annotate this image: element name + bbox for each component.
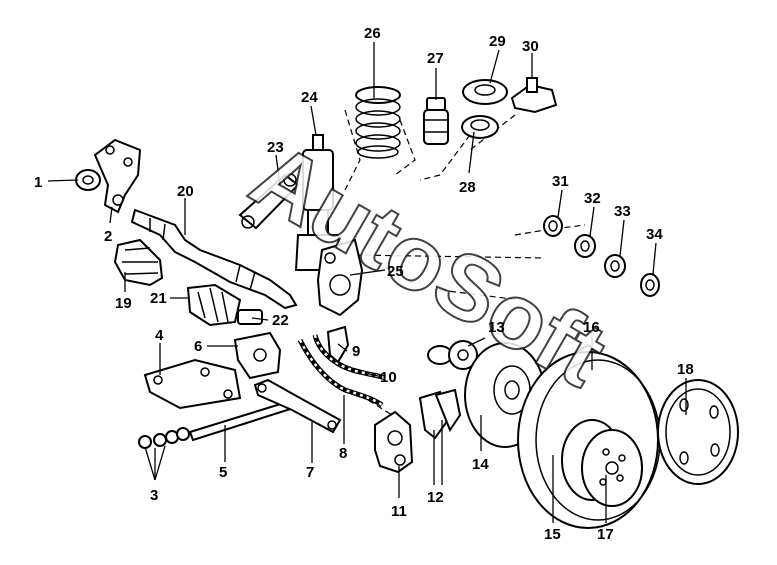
part-29-spring-seat (462, 79, 508, 105)
part-25-steering-knuckle (316, 238, 364, 317)
callout-28: 28 (459, 179, 476, 196)
leader-lines (47, 42, 687, 523)
callout-7: 7 (306, 464, 314, 481)
callout-32: 32 (584, 190, 601, 207)
callout-31: 31 (552, 173, 569, 190)
callout-10: 10 (380, 369, 397, 386)
watermark-text: AutoSoft (235, 124, 622, 406)
part-27-bump-stop (423, 97, 449, 145)
callout-2: 2 (104, 228, 112, 245)
callout-29: 29 (489, 33, 506, 50)
part-22-shaft-end (237, 309, 263, 325)
part-11-brake-caliper (374, 410, 414, 474)
part-10-brake-line (312, 334, 386, 381)
callout-22: 22 (272, 312, 289, 329)
part-18-hubcap (657, 379, 739, 485)
part-7-control-arm (253, 378, 342, 434)
callout-18: 18 (677, 361, 694, 378)
part-6-bracket (233, 331, 282, 380)
callout-labels: 1 2 3 4 5 6 7 8 9 10 11 12 13 14 15 16 1… (34, 25, 694, 543)
part-2-bracket (93, 138, 142, 214)
callout-34: 34 (646, 226, 663, 243)
part-32-bushing (574, 234, 596, 258)
part-26-coil-spring (355, 86, 401, 159)
callout-30: 30 (522, 38, 539, 55)
callout-8: 8 (339, 445, 347, 462)
callout-17: 17 (597, 526, 614, 543)
callout-3: 3 (150, 487, 158, 504)
part-30-strut-mount (510, 77, 558, 114)
callout-1: 1 (34, 174, 42, 191)
part-1-bushing (75, 169, 101, 191)
part-33-bushing (604, 254, 626, 278)
part-8-brake-hose (297, 338, 384, 408)
callout-15: 15 (544, 526, 561, 543)
part-13-wheel-hub (427, 340, 478, 370)
callout-14: 14 (472, 456, 489, 473)
part-20-drive-shaft (130, 208, 298, 310)
part-31-bushing (543, 215, 563, 237)
callout-24: 24 (301, 89, 318, 106)
callout-27: 27 (427, 50, 444, 67)
callout-20: 20 (177, 183, 194, 200)
callout-13: 13 (488, 319, 505, 336)
callout-6: 6 (194, 338, 202, 355)
part-3-bolt-set (138, 427, 190, 449)
callout-9: 9 (352, 343, 360, 360)
part-23-stabilizer-link (238, 173, 300, 230)
callout-25: 25 (387, 263, 404, 280)
part-28-bearing (461, 115, 499, 139)
callout-26: 26 (364, 25, 381, 42)
part-12-brake-pads (418, 388, 462, 440)
callout-5: 5 (219, 464, 227, 481)
callout-23: 23 (267, 139, 284, 156)
callout-12: 12 (427, 489, 444, 506)
callout-33: 33 (614, 203, 631, 220)
callout-4: 4 (155, 327, 164, 344)
part-34-bushing (640, 273, 660, 297)
callout-11: 11 (391, 503, 407, 520)
part-21-cv-boot (186, 283, 242, 327)
callout-19: 19 (115, 295, 132, 312)
part-4-mounting-plate (143, 358, 242, 410)
part-19-cv-boot (113, 238, 164, 287)
callout-21: 21 (150, 290, 167, 307)
part-17-wheel-rim (581, 429, 643, 507)
callout-16: 16 (583, 319, 600, 336)
